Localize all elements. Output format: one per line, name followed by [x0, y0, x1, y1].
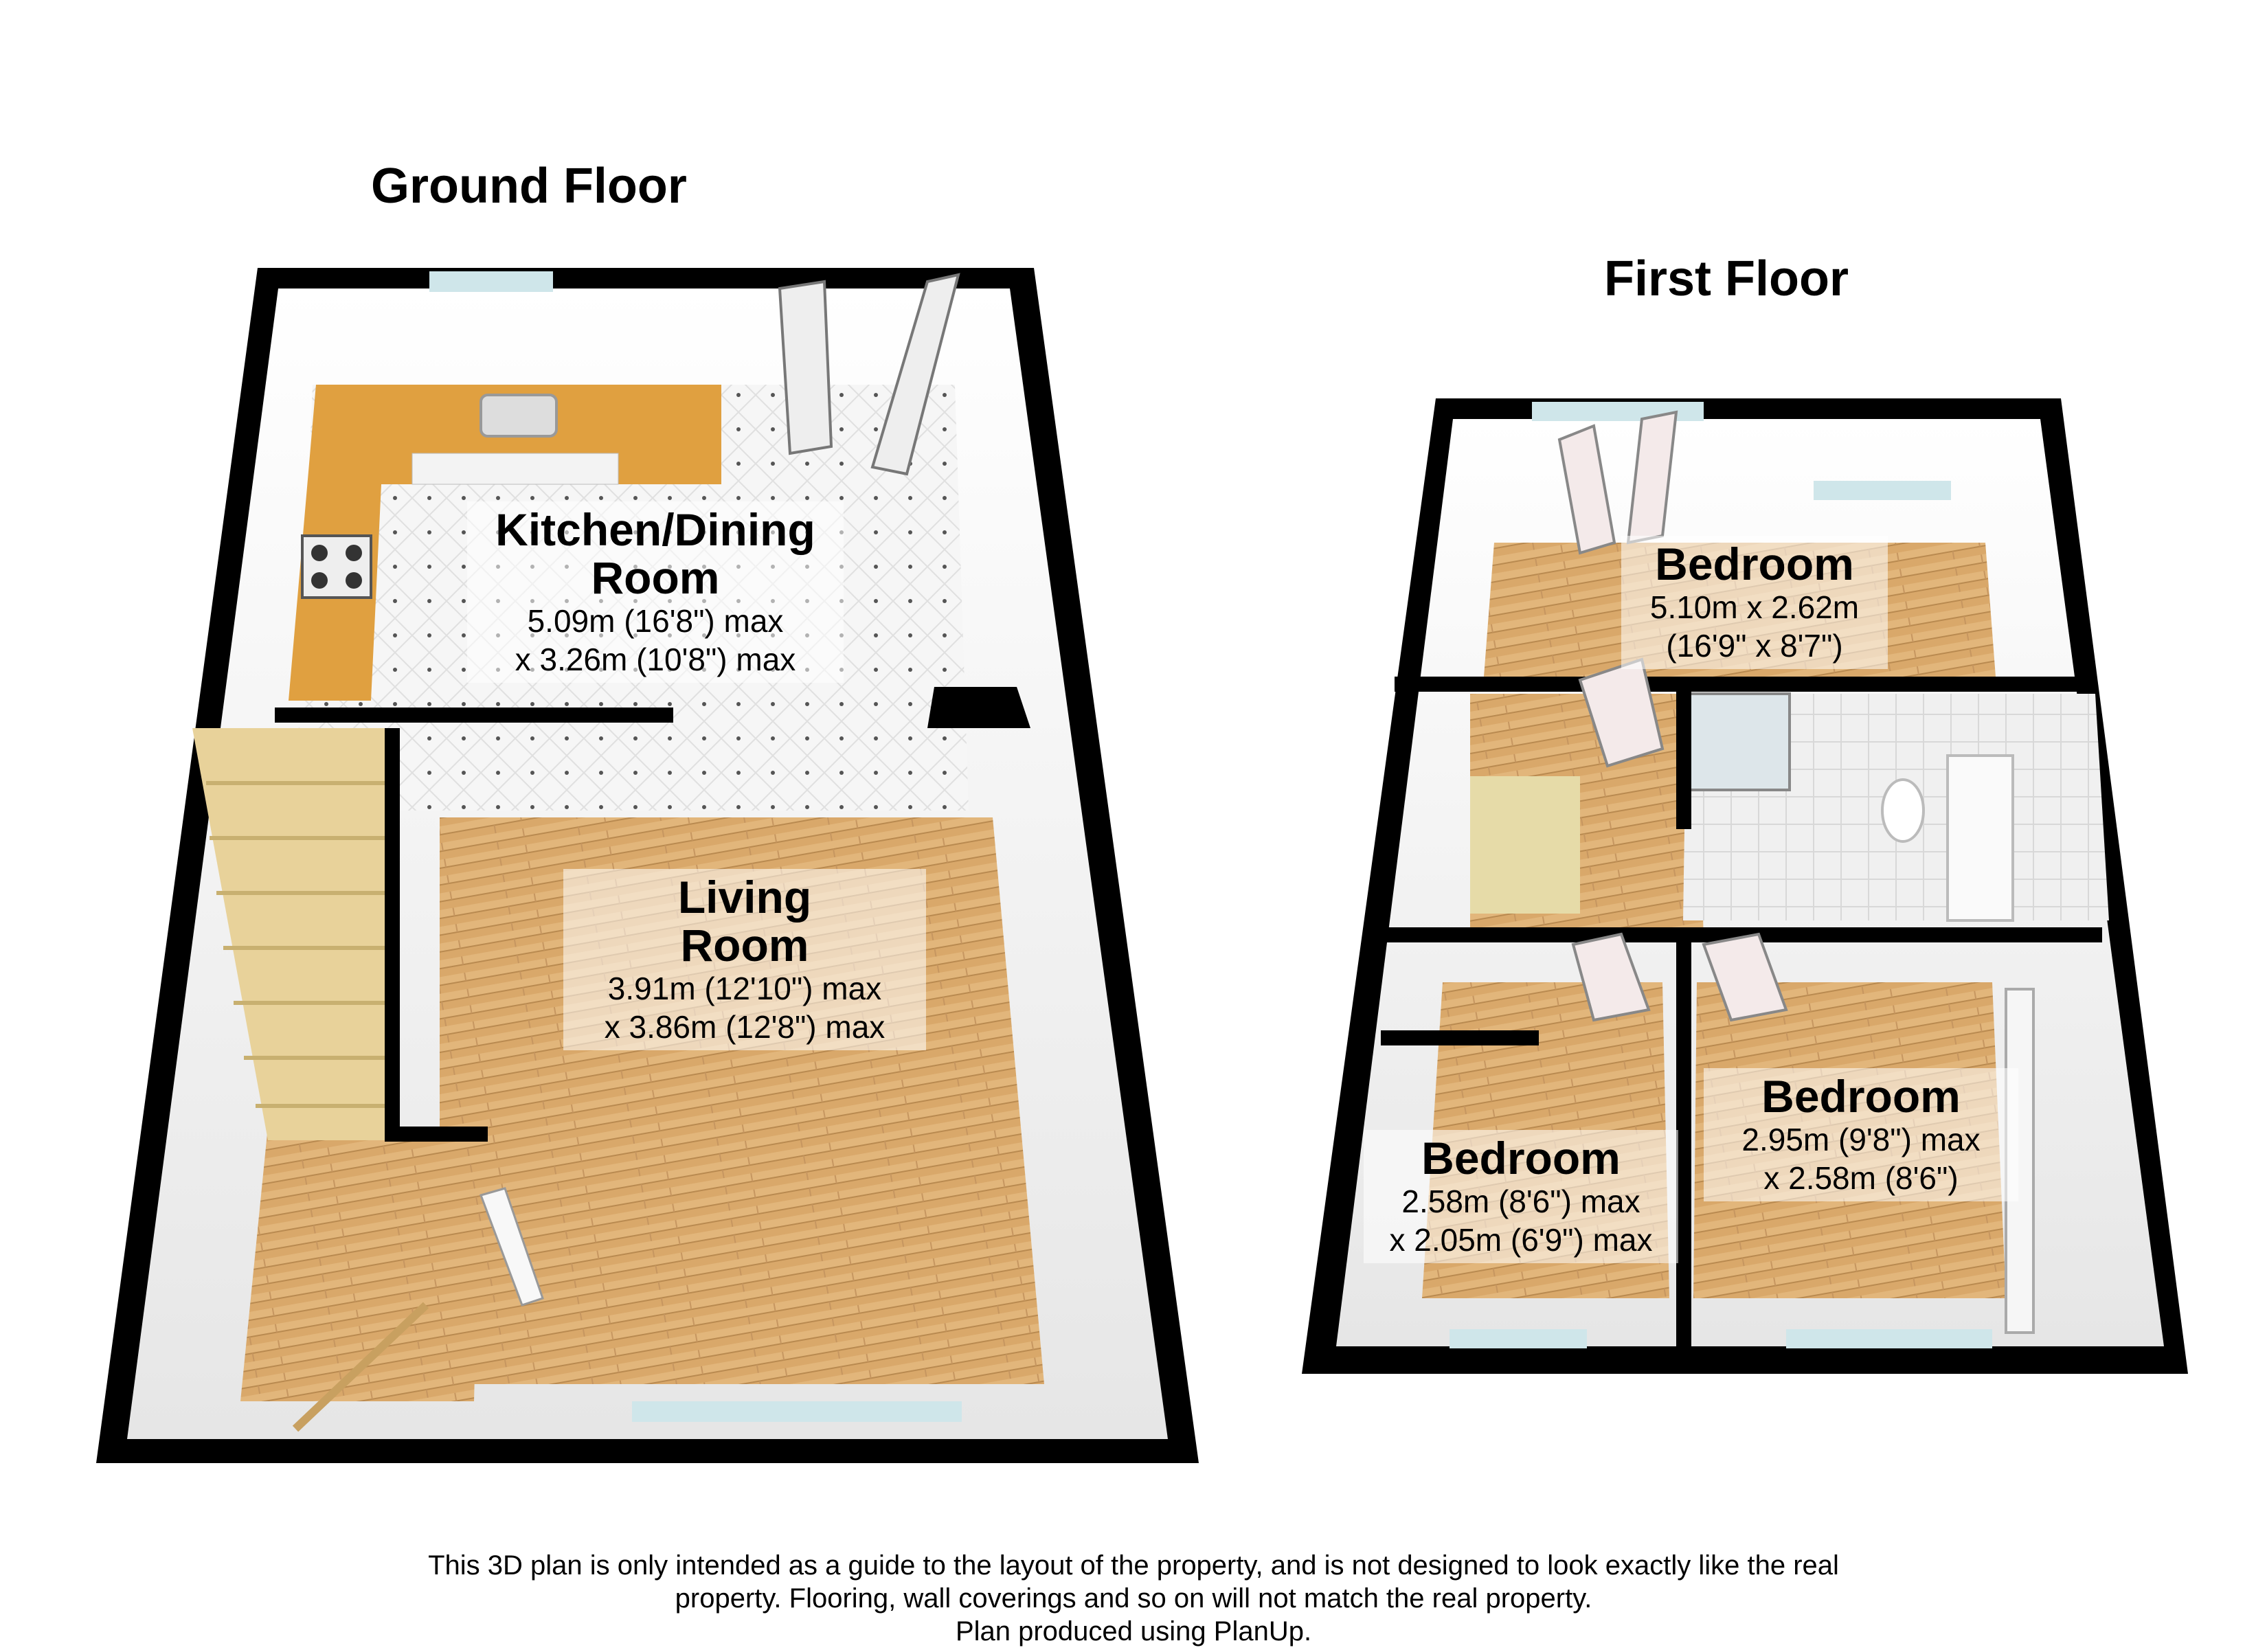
kitchen-worktop [289, 385, 721, 701]
disclaimer-line: Plan produced using PlanUp. [955, 1616, 1312, 1647]
room-dimensions: (16'9" x 8'7") [1666, 628, 1843, 664]
staircase [192, 728, 398, 1140]
bedroom-left-label: Bedroom 2.58m (8'6") max x 2.05m (6'9") … [1364, 1130, 1678, 1263]
room-dimensions: 3.91m (12'10") max [607, 971, 882, 1006]
room-dimensions: 5.10m x 2.62m [1649, 589, 1860, 625]
room-dimensions: x 3.86m (12'8") max [604, 1009, 886, 1045]
room-dimensions: 5.09m (16'8") max [527, 603, 784, 639]
bedroom-right-label: Bedroom 2.95m (9'8") max x 2.58m (8'6") [1704, 1068, 2018, 1201]
room-name: Room [680, 920, 809, 971]
room-dimensions: 2.95m (9'8") max [1741, 1122, 1981, 1157]
ground-floor-plan [96, 268, 1199, 1463]
room-name: Bedroom [1421, 1133, 1621, 1184]
room-name: Bedroom [1655, 539, 1854, 589]
bedroom-top-label: Bedroom 5.10m x 2.62m (16'9" x 8'7") [1621, 536, 1888, 669]
disclaimer-line: property. Flooring, wall coverings and s… [675, 1583, 1592, 1614]
room-name: Kitchen/Dining [495, 504, 815, 555]
room-dimensions: x 2.05m (6'9") max [1389, 1222, 1653, 1258]
first-floor-title: First Floor [1604, 251, 1849, 306]
kitchen-dining-label: Kitchen/Dining Room 5.09m (16'8") max x … [467, 501, 844, 683]
room-name: Bedroom [1761, 1071, 1961, 1122]
room-name: Living [677, 872, 812, 923]
disclaimer-text: This 3D plan is only intended as a guide… [309, 1549, 1958, 1648]
room-dimensions: 2.58m (8'6") max [1401, 1184, 1640, 1219]
living-room-label: Living Room 3.91m (12'10") max x 3.86m (… [563, 869, 926, 1050]
disclaimer-line: This 3D plan is only intended as a guide… [428, 1550, 1839, 1581]
ground-floor-title: Ground Floor [371, 159, 687, 214]
room-name: Room [591, 552, 720, 603]
room-dimensions: x 3.26m (10'8") max [515, 642, 796, 677]
room-dimensions: x 2.58m (8'6") [1763, 1160, 1959, 1196]
